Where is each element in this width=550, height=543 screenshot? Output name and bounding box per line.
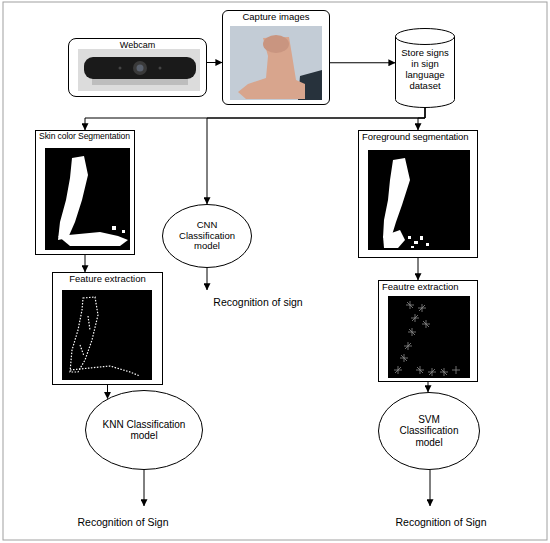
node-text-group: Skin color Segmentation [36,132,134,142]
flow-arrow [418,108,425,130]
output-arrow [207,268,208,290]
flow-arrow [207,62,222,63]
node-text-group: Feature extraction [53,274,162,285]
node-text-group: Webcam [69,40,206,50]
segmented-arm [383,158,410,238]
node-label: Feautre extraction [382,282,474,293]
edge-group [85,63,428,399]
model-ellipse: KNN Classification model [85,390,203,470]
webcam-lens-glass [137,65,144,72]
node-label: Skin color Segmentation [39,132,131,142]
captured-photo [230,26,322,100]
webcam-lens [133,61,147,75]
noise-speck [408,236,411,239]
node-text-group: KNN Classification model [85,390,203,470]
noise-speck [414,241,418,244]
node-label: Capture images [226,12,326,23]
model-ellipse: SVM Classification model [378,392,480,470]
output-label: Recognition of Sign [77,516,168,528]
noise-speck [112,226,116,230]
ellipse-outline [86,391,203,470]
node-text-group: Store signs in sign language dataset [395,48,455,92]
fist-shape [263,35,289,53]
output-label: Recognition of sign [213,296,302,308]
node-text-group: SVM Classification model [378,392,480,470]
flow-arrow [85,255,86,272]
figure-frame [3,2,547,540]
webcam-light [119,67,122,70]
ellipse-outline [163,205,252,268]
process-box: Foreground segmentation [358,130,478,258]
dataset-cylinder: Store signs in sign language dataset [395,28,455,108]
noise-speck [122,230,125,233]
node-text-group: Capture images [223,12,329,23]
output-arrow [144,470,145,506]
segmented-arm [58,232,128,246]
node-label: KNN Classification model [95,419,193,442]
process-box: Skin color Segmentation [35,130,135,255]
noise-speck [411,246,414,248]
webcam-body [84,57,196,79]
node-label: Webcam [72,40,203,50]
model-ellipse: CNN Classification model [162,204,252,268]
gradient-histogram-glyphs [394,301,460,376]
webcam-mount [92,78,188,85]
cylinder-rim [396,37,455,45]
node-text-group: Foreground segmentation [359,132,477,143]
flow-arrow [207,108,425,204]
capture-box: Capture images [222,10,330,105]
node-text-group: Feautre extraction [379,282,477,293]
photo-background [230,26,322,100]
image-background [45,148,130,250]
noise-speck [420,236,423,240]
webcam-light [159,67,162,70]
edge-feature-image [62,290,152,380]
photo-background [78,49,200,91]
image-background [388,296,470,378]
flow-arrow [85,108,425,130]
edge-outline [70,316,140,376]
hog-feature-image [388,296,470,378]
foreground-segmentation-image [368,150,470,250]
device-box: Webcam [68,38,207,97]
flow-arrow [107,385,108,399]
cylinder-body [396,29,455,108]
output-label: Recognition of Sign [395,516,486,528]
segmented-arm [58,156,88,240]
ellipse-outline [379,393,480,470]
output-arrow [430,470,431,506]
node-text-group: CNN Classification model [162,204,252,268]
edge-outline [70,297,98,372]
node-label: Foreground segmentation [362,132,474,143]
noise-speck [426,243,429,246]
segmented-arm [383,230,405,248]
node-label: CNN Classification model [172,220,242,253]
process-box: Feautre extraction [378,280,478,382]
flow-arrow [428,382,429,392]
skin-segmentation-image [45,148,130,250]
webcam-photo [78,49,200,91]
image-background [62,290,152,380]
process-box: Feature extraction [52,272,163,385]
node-label: Store signs in sign language dataset [397,48,453,92]
image-background [368,150,470,250]
node-label: Feature extraction [56,274,159,285]
node-label: SVM Classification model [388,414,470,449]
flow-arrow [330,62,395,63]
flow-arrow [418,258,419,280]
